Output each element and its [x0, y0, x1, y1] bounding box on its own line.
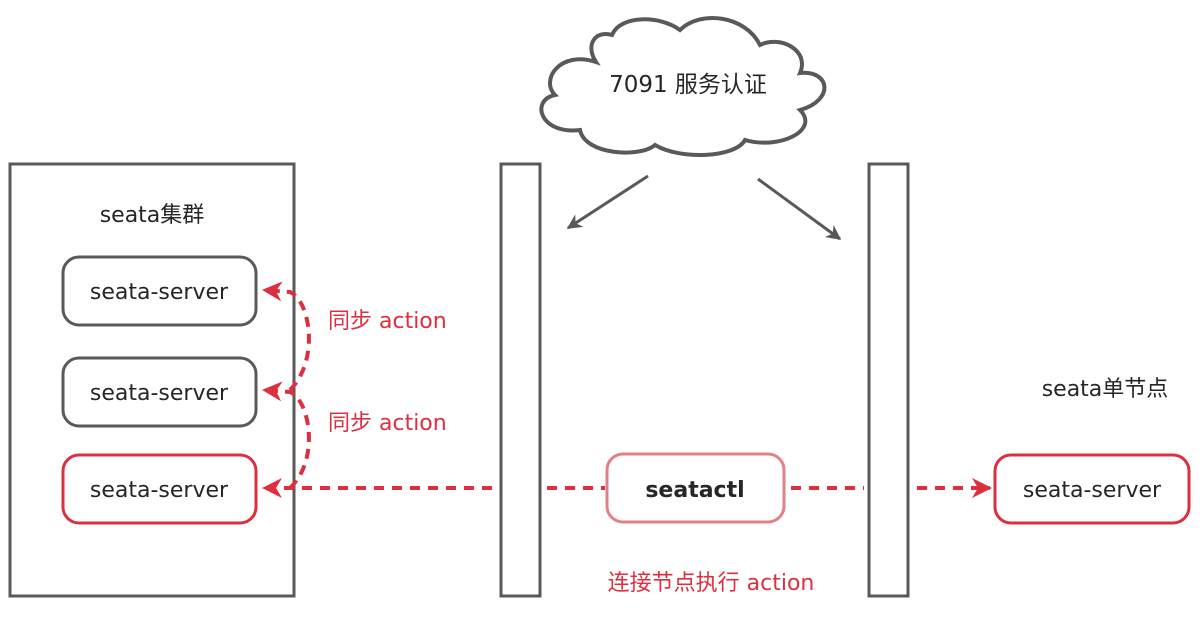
single-node-label: seata-server: [1023, 478, 1162, 503]
connect-label: 连接节点执行 action: [608, 571, 815, 596]
left-pillar: [499, 162, 542, 598]
seatactl-node[interactable]: seatactl: [605, 452, 786, 524]
cloud-shape: [539, 16, 827, 158]
cluster-node-1[interactable]: seata-server: [61, 255, 258, 327]
cluster-container: seata集群: [8, 162, 296, 598]
cluster-node-1-label: seata-server: [90, 280, 229, 305]
cluster-node-2[interactable]: seata-server: [61, 356, 258, 428]
sync-label-2: 同步 action: [328, 411, 447, 436]
sync-label-1: 同步 action: [328, 309, 447, 334]
cluster-node-3-label: seata-server: [90, 478, 229, 503]
sync-arrow-1: [262, 281, 311, 392]
cloud-label: 7091 服务认证: [609, 72, 767, 98]
single-node-title: seata单节点: [1042, 377, 1169, 402]
right-pillar: [867, 162, 910, 598]
auth-arrow-right: [757, 177, 842, 241]
auth-cloud: 7091 服务认证: [539, 16, 827, 158]
cluster-node-2-label: seata-server: [90, 381, 229, 406]
auth-arrow-left: [566, 174, 649, 230]
cluster-title: seata集群: [100, 203, 205, 228]
single-node[interactable]: seata-server: [993, 453, 1191, 525]
sync-arrow-2: [262, 381, 311, 490]
seatactl-label: seatactl: [645, 478, 744, 503]
cluster-node-3[interactable]: seata-server: [61, 453, 258, 525]
